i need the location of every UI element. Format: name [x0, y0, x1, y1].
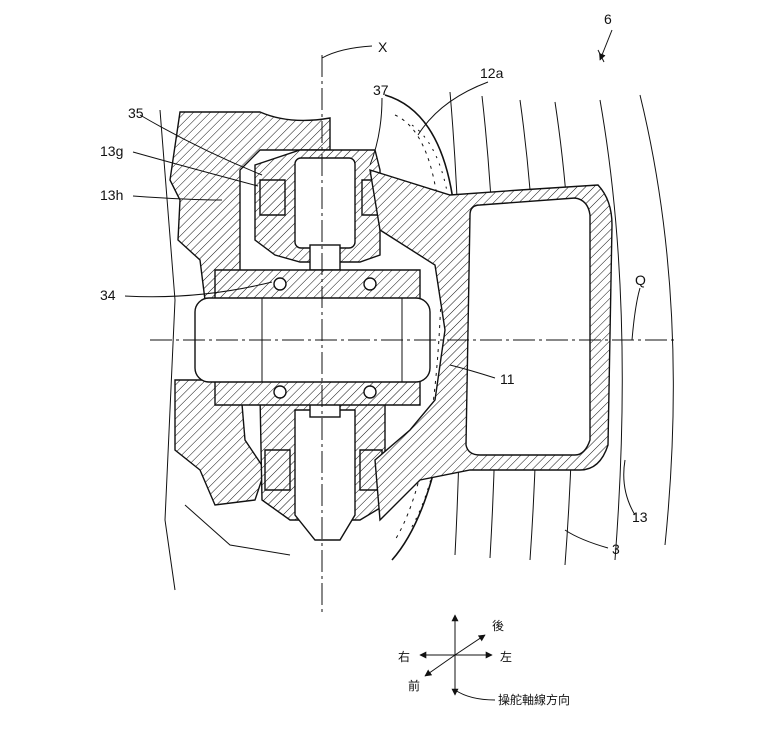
label-34: 34	[100, 287, 116, 303]
label-13g: 13g	[100, 143, 123, 159]
label-12a: 12a	[480, 65, 504, 81]
label-11: 11	[500, 371, 515, 387]
hub-axle-assembly	[194, 269, 431, 406]
label-x: X	[378, 39, 388, 55]
label-3: 3	[612, 541, 620, 557]
leader-lines	[124, 45, 641, 549]
direction-rear: 後	[492, 619, 504, 633]
label-q: Q	[635, 272, 646, 288]
label-6: 6	[604, 11, 612, 27]
direction-front: 前	[408, 678, 420, 693]
ref-6-arrow	[599, 29, 613, 61]
label-13: 13	[632, 509, 648, 525]
direction-legend: 後 右 左 前 操舵軸線方向	[398, 614, 570, 707]
knuckle-arm	[369, 168, 613, 522]
label-37: 37	[373, 82, 389, 98]
direction-steering-axis: 操舵軸線方向	[498, 692, 570, 707]
label-13h: 13h	[100, 187, 123, 203]
direction-right: 右	[398, 649, 410, 664]
upper-kingpin-assembly	[254, 149, 381, 271]
label-35: 35	[128, 105, 144, 121]
direction-left: 左	[500, 649, 512, 664]
